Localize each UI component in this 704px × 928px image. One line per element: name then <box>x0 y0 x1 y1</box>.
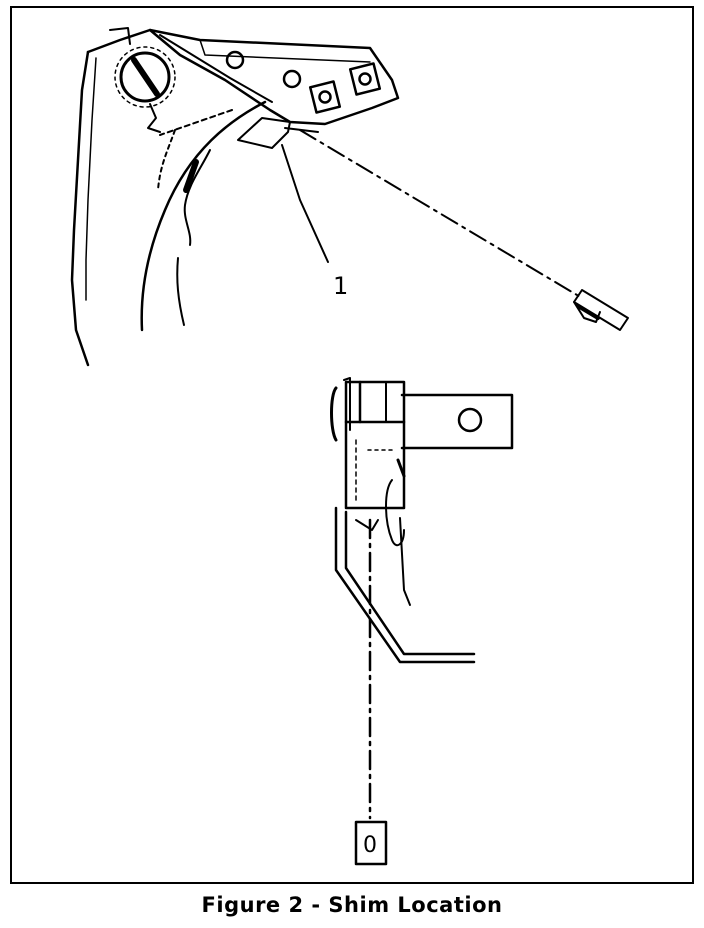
square-nut-2 <box>348 62 382 96</box>
curved-housing <box>140 100 267 332</box>
side-tab <box>400 393 514 450</box>
bracket-legs <box>334 506 476 664</box>
upper-shim <box>573 289 629 331</box>
side-tab-hole <box>457 407 483 433</box>
clevis-block <box>330 377 406 442</box>
figure-caption: Figure 2 - Shim Location <box>201 893 503 917</box>
side-panel-top <box>86 28 152 54</box>
callout-label-shim: 0 <box>363 833 377 858</box>
square-nut-1 <box>308 80 342 114</box>
main-body <box>344 420 406 510</box>
upper-assembly <box>70 27 629 367</box>
callout-1-leader <box>281 144 329 263</box>
top-bracket <box>148 28 400 126</box>
upper-center-line <box>299 129 583 299</box>
side-panel-inner <box>85 57 97 301</box>
bracket-hole-2 <box>282 69 302 89</box>
lower-assembly <box>330 377 514 866</box>
figure-frame <box>10 6 694 884</box>
adjuster-knob <box>114 46 176 108</box>
side-panel-outer <box>70 50 90 367</box>
lower-shim <box>354 820 388 866</box>
callout-label-1: 1 <box>333 272 348 300</box>
bracket-hole-1 <box>225 50 245 70</box>
